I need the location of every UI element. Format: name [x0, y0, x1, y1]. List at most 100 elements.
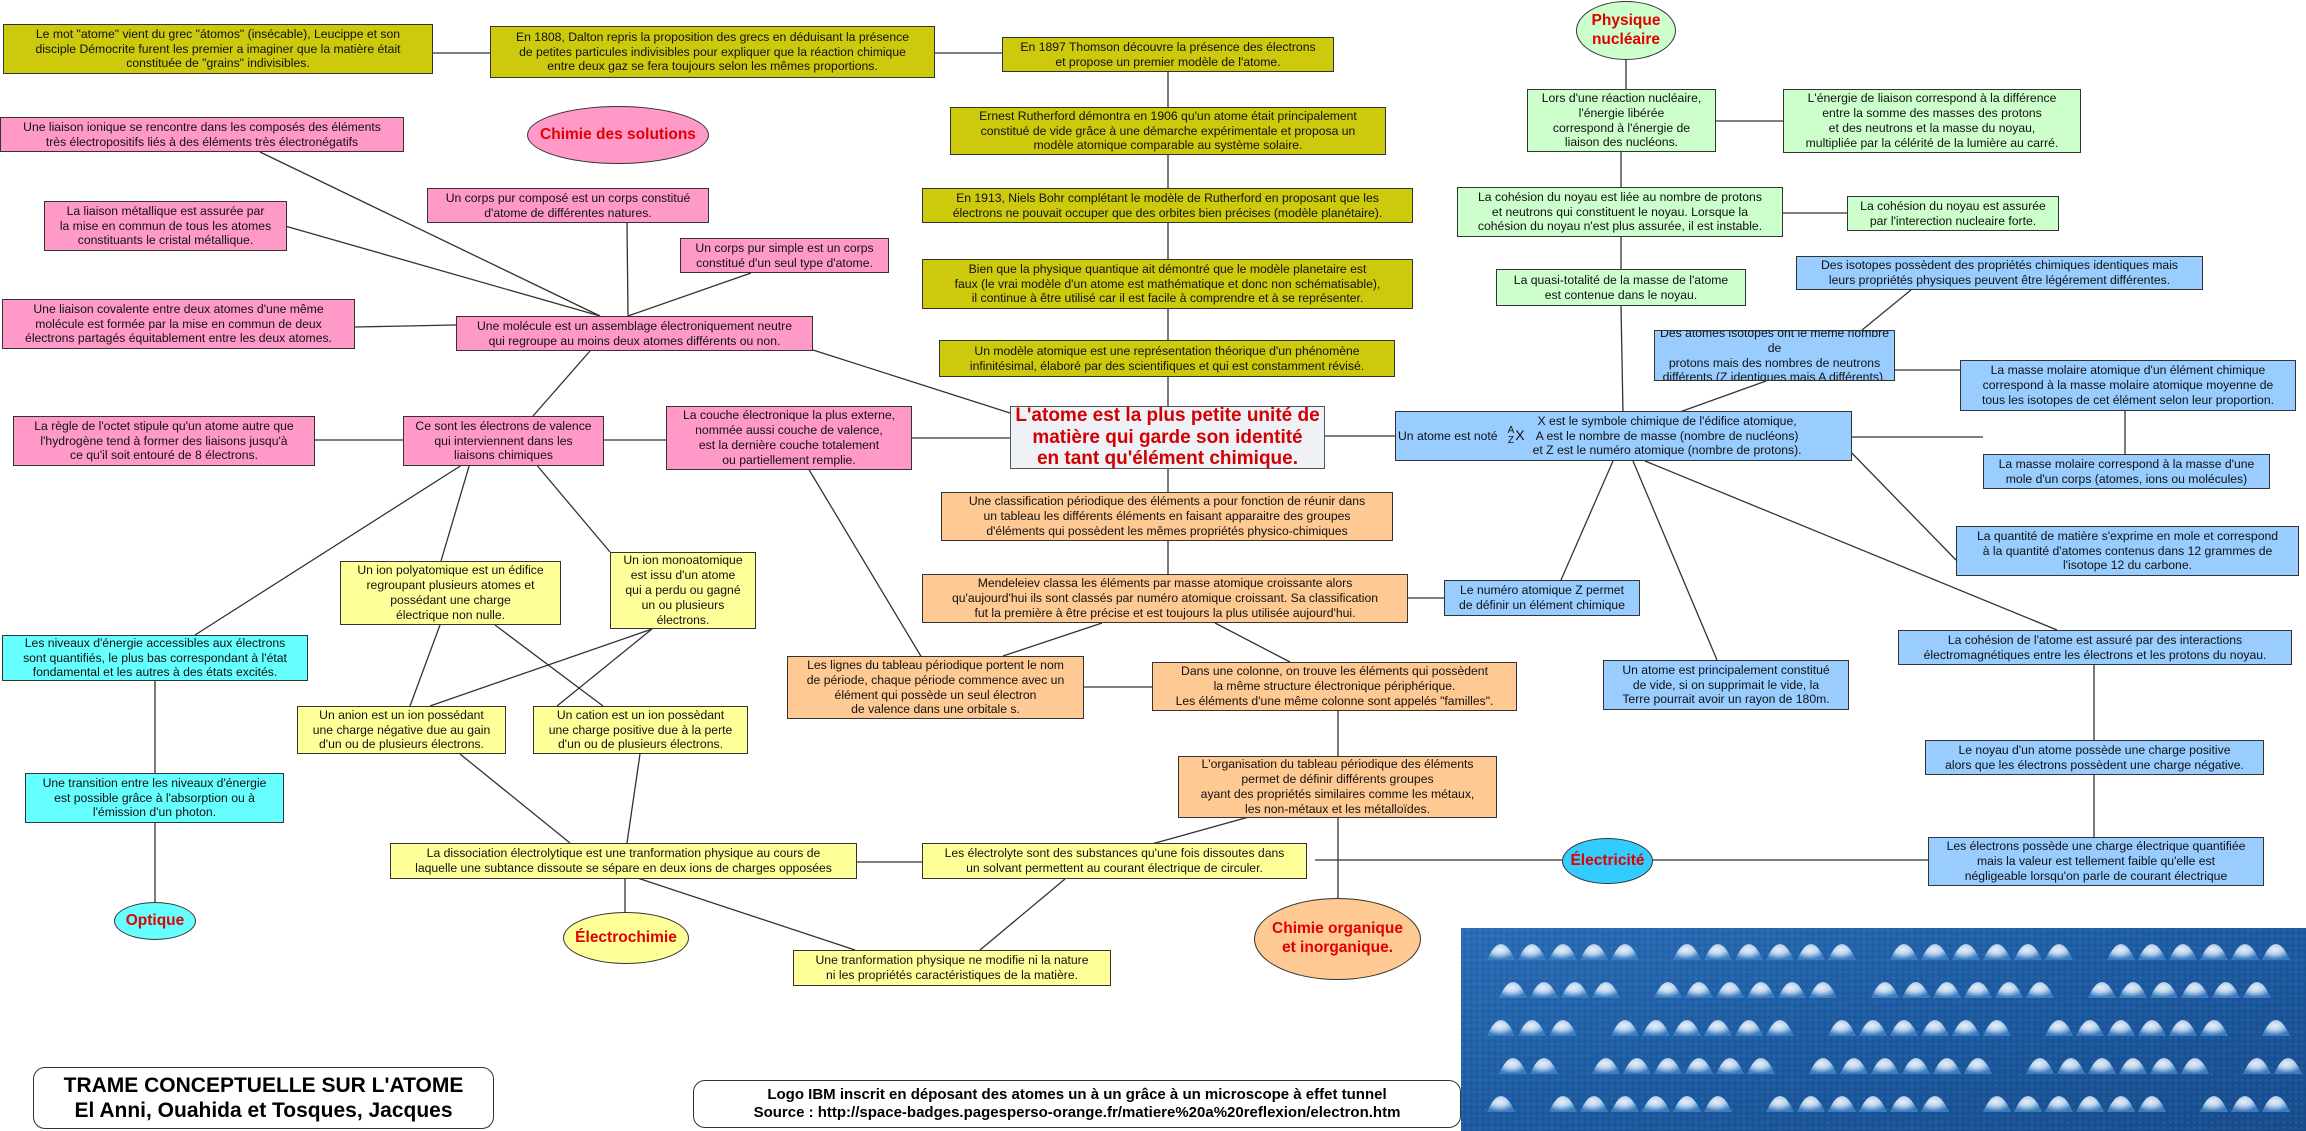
dalton-node: En 1808, Dalton repris la proposition de…	[490, 26, 935, 78]
atom-bump	[1530, 1058, 1558, 1074]
atom-bump	[1623, 1058, 1651, 1074]
atom-bump	[2262, 1020, 2290, 1036]
atom-bump	[1716, 982, 1744, 998]
atom-bump	[2243, 982, 2271, 998]
atom-bump	[2088, 1058, 2116, 1074]
atom-bump	[1766, 944, 1794, 960]
atom-bump	[1778, 982, 1806, 998]
atom-bump	[1654, 1058, 1682, 1074]
atom-bump	[2107, 1020, 2135, 1036]
atom-bump	[1673, 1020, 1701, 1036]
atom-bump	[2200, 944, 2228, 960]
atom-bump	[1890, 1020, 1918, 1036]
atom-bump	[1549, 1096, 1577, 1112]
atom-bump	[1747, 1058, 1775, 1074]
physical-transformation-node: Une tranformation physique ne modifie ni…	[793, 950, 1111, 986]
atom-bump	[2262, 1096, 2290, 1112]
notation-prefix: Un atome est noté	[1398, 428, 1498, 443]
nucleus-mass-node: La quasi-totalité de la masse de l'atome…	[1496, 269, 1746, 306]
polyatomic-ion-node: Un ion polyatomique est un édifice regro…	[340, 561, 561, 625]
atom-bump	[2262, 944, 2290, 960]
notation-description: X est le symbole chimique de l'édifice a…	[1532, 413, 1802, 458]
empty-space-node: Un atome est principalement constitué de…	[1603, 660, 1849, 710]
atom-bump	[2138, 944, 2166, 960]
domain-optics: Optique	[114, 902, 196, 940]
atom-bump	[1983, 1096, 2011, 1112]
atom-bump	[2088, 982, 2116, 998]
atom-bump	[1828, 1096, 1856, 1112]
atom-bump	[1642, 1096, 1670, 1112]
atom-bump	[1499, 982, 1527, 998]
atom-bump	[1809, 982, 1837, 998]
atom-bump	[1642, 1020, 1670, 1036]
atom-bump	[2181, 1058, 2209, 1074]
atom-bump	[1592, 982, 1620, 998]
atom-bump	[1499, 1058, 1527, 1074]
groups-columns-node: Dans une colonne, on trouve les éléments…	[1152, 662, 1517, 711]
quantum-node: Bien que la physique quantique ait démon…	[922, 259, 1413, 309]
table-organization-node: L'organisation du tableau périodique des…	[1178, 756, 1497, 818]
atom-bump	[1611, 1020, 1639, 1036]
atom-bump	[1673, 1096, 1701, 1112]
isotopes-definition-node: Des atomes isotopes ont le même nombre d…	[1654, 330, 1895, 381]
atom-bump	[1797, 1096, 1825, 1112]
atom-bump	[2169, 1020, 2197, 1036]
atom-bump	[1611, 944, 1639, 960]
atom-bump	[2231, 1096, 2259, 1112]
electrolytes-node: Les électrolyte sont des substances qu'u…	[922, 843, 1307, 879]
covalent-bond-node: Une liaison covalente entre deux atomes …	[2, 299, 355, 349]
atom-bump	[2107, 1096, 2135, 1112]
molecule-node: Une molécule est un assemblage électroni…	[456, 316, 813, 351]
anion-node: Un anion est un ion possédant une charge…	[297, 706, 506, 754]
atom-bump	[1809, 1058, 1837, 1074]
atom-bump	[1828, 1020, 1856, 1036]
atom-bump	[1902, 1058, 1930, 1074]
thomson-node: En 1897 Thomson découvre la présence des…	[1002, 37, 1334, 72]
atom-bump	[1716, 1058, 1744, 1074]
atom-bump	[2138, 1096, 2166, 1112]
atom-bump	[2181, 982, 2209, 998]
atom-bump	[1871, 1058, 1899, 1074]
atom-bump	[1964, 1058, 1992, 1074]
atom-bump	[1685, 1058, 1713, 1074]
nuclear-reaction-node: Lors d'une réaction nucléaire, l'énergie…	[1527, 89, 1716, 152]
atom-bump	[2014, 944, 2042, 960]
atom-bump	[1952, 944, 1980, 960]
atom-bump	[2076, 1096, 2104, 1112]
atom-bump	[1921, 1020, 1949, 1036]
outer-shell-node: La couche électronique la plus externe, …	[666, 406, 912, 470]
compound-substance-node: Un corps pur composé est un corps consti…	[427, 188, 709, 223]
atom-bump	[1933, 1058, 1961, 1074]
periods-node: Les lignes du tableau périodique portent…	[787, 656, 1084, 719]
atom-bump	[2150, 982, 2178, 998]
central-definition-node: L'atome est la plus petite unité de mati…	[1010, 406, 1325, 469]
energy-levels-node: Les niveaux d'énergie accessibles aux él…	[2, 635, 308, 681]
atom-bump	[2045, 1096, 2073, 1112]
periodic-classification-node: Une classification périodique des élémen…	[941, 492, 1393, 541]
atom-bump	[2119, 1058, 2147, 1074]
atom-bump	[1735, 944, 1763, 960]
amount-of-substance-node: La quantité de matière s'exprime en mole…	[1956, 526, 2299, 576]
atom-bump	[2231, 944, 2259, 960]
image-source-caption: Logo IBM inscrit en déposant des atomes …	[693, 1080, 1461, 1128]
atom-bump	[2026, 1058, 2054, 1074]
atom-bump	[1487, 944, 1515, 960]
simple-substance-node: Un corps pur simple est un corps constit…	[680, 238, 889, 273]
atom-bump	[1518, 944, 1546, 960]
democritus-origin-node: Le mot "atome" vient du grec "átomos" (i…	[3, 24, 433, 74]
atom-bump	[2150, 1058, 2178, 1074]
atomic-molar-mass-node: La masse molaire atomique d'un élément c…	[1960, 360, 2296, 411]
valence-electrons-node: Ce sont les électrons de valence qui int…	[403, 416, 604, 466]
atom-bump	[1530, 982, 1558, 998]
atom-bump	[2200, 1020, 2228, 1036]
atom-bump	[1840, 1058, 1868, 1074]
atom-bump	[1735, 1020, 1763, 1036]
isotopes-properties-node: Des isotopes possèdent des propriétés ch…	[1796, 256, 2203, 290]
atom-bump	[1487, 1020, 1515, 1036]
atom-bump	[1549, 944, 1577, 960]
monoatomic-ion-node: Un ion monoatomique est issu d'un atome …	[610, 552, 756, 629]
binding-energy-node: L'énergie de liaison correspond à la dif…	[1783, 89, 2081, 153]
atom-bump	[1797, 944, 1825, 960]
atom-bump	[1921, 1096, 1949, 1112]
strong-interaction-node: La cohésion du noyau est assurée par l'i…	[1847, 196, 2059, 231]
